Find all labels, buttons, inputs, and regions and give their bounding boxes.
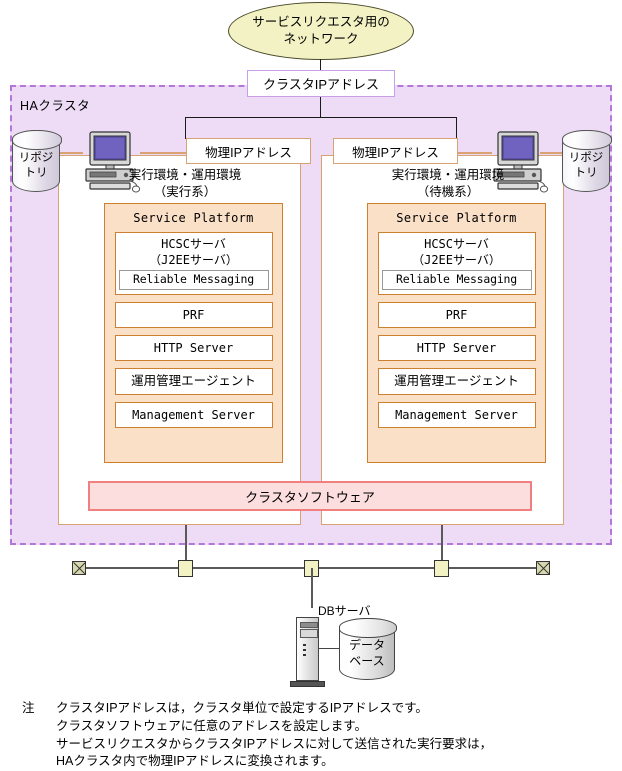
network-ellipse-line1: サービスリクエスタ用の bbox=[252, 15, 390, 30]
environment-label-active-line2: （実行系） bbox=[153, 184, 217, 199]
http-server-box-active: HTTP Server bbox=[114, 335, 273, 362]
physical-ip-label-active: 物理IPアドレス bbox=[205, 145, 292, 160]
environment-label-standby: 実行環境・運用環境 （待機系） bbox=[358, 167, 538, 201]
network-ellipse-line2: ネットワーク bbox=[283, 32, 359, 46]
http-server-box-standby: HTTP Server bbox=[377, 335, 536, 362]
footnote: 注 クラスタIPアドレスは，クラスタ単位で設定するIPアドレスです。 クラスタソ… bbox=[22, 700, 602, 771]
service-platform-panel-active: Service Platform HCSCサーバ （J2EEサーバ） Relia… bbox=[104, 203, 283, 463]
hcsc-server-box-standby: HCSCサーバ （J2EEサーバ） Reliable Messaging bbox=[377, 232, 536, 295]
tower-drive-icon bbox=[300, 629, 318, 638]
connector-fork-left bbox=[185, 117, 187, 139]
j2ee-server-label-standby: （J2EEサーバ） bbox=[412, 253, 501, 268]
environment-label-standby-line2: （待機系） bbox=[416, 184, 480, 199]
environment-label-standby-line1: 実行環境・運用環境 bbox=[391, 168, 505, 182]
j2ee-server-label-active: （J2EEサーバ） bbox=[149, 253, 238, 268]
repository-right-label-line1: リポジ bbox=[568, 152, 604, 165]
repository-left: リポジ トリ bbox=[11, 129, 62, 192]
repository-right: リポジ トリ bbox=[561, 129, 612, 192]
connector-fork-horizontal bbox=[185, 117, 457, 119]
bus-terminator-left-icon bbox=[72, 561, 86, 576]
management-server-box-active: Management Server bbox=[114, 402, 273, 429]
cluster-software-label: クラスタソフトウェア bbox=[245, 489, 375, 505]
db-server-tower-base bbox=[290, 681, 325, 687]
service-platform-title-active: Service Platform bbox=[133, 211, 254, 225]
bus-connector-node bbox=[178, 560, 193, 577]
footnote-line: HAクラスタ内で物理IPアドレスに変換されます。 bbox=[56, 754, 334, 769]
tower-led-icon bbox=[303, 644, 306, 656]
ops-management-agent-box-active: 運用管理エージェント bbox=[114, 368, 273, 396]
bus-drop-line-right bbox=[441, 525, 443, 568]
footnote-line: クラスタIPアドレスは，クラスタ単位で設定するIPアドレスです。 bbox=[56, 701, 428, 715]
bus-drop-line-left bbox=[185, 525, 187, 568]
link-pc-node-right bbox=[456, 152, 492, 154]
database-top-ellipse bbox=[338, 617, 397, 638]
link-pc-node-left bbox=[140, 152, 188, 154]
footnote-line: サービスリクエスタからクラスタIPアドレスに対して送信された実行要求は， bbox=[56, 736, 493, 751]
environment-label-active: 実行環境・運用環境 （実行系） bbox=[95, 167, 275, 201]
hcsc-server-box-active: HCSCサーバ （J2EEサーバ） Reliable Messaging bbox=[114, 232, 273, 295]
footnote-marker: 注 bbox=[22, 701, 35, 715]
link-repository-pc-left bbox=[57, 152, 83, 154]
repository-left-top-ellipse bbox=[11, 129, 62, 150]
connector-ellipse-to-cluster-ip bbox=[320, 59, 322, 71]
footnote-lines: クラスタIPアドレスは，クラスタ単位で設定するIPアドレスです。 クラスタソフト… bbox=[56, 700, 602, 771]
cluster-ip-address-box: クラスタIPアドレス bbox=[247, 70, 395, 97]
prf-box-active: PRF bbox=[114, 301, 273, 329]
reliable-messaging-box-active: Reliable Messaging bbox=[118, 270, 269, 290]
bus-terminator-right-icon bbox=[536, 561, 550, 576]
hcsc-server-label-active: HCSCサーバ bbox=[161, 237, 226, 251]
cluster-ip-address-label: クラスタIPアドレス bbox=[262, 77, 380, 92]
database-label-line2: ベース bbox=[349, 654, 385, 668]
repository-right-top-ellipse bbox=[561, 129, 612, 150]
physical-ip-address-box-standby: 物理IPアドレス bbox=[333, 138, 458, 164]
service-platform-panel-standby: Service Platform HCSCサーバ （J2EEサーバ） Relia… bbox=[367, 203, 546, 463]
repository-left-label-line2: トリ bbox=[24, 166, 48, 179]
repository-right-label-line2: トリ bbox=[574, 166, 598, 179]
bus-connector-node bbox=[434, 560, 449, 577]
service-platform-title-standby: Service Platform bbox=[396, 211, 517, 225]
link-db-server-to-database bbox=[319, 648, 340, 650]
physical-ip-label-standby: 物理IPアドレス bbox=[352, 145, 439, 160]
cluster-software-bar: クラスタソフトウェア bbox=[88, 481, 532, 511]
physical-ip-address-box-active: 物理IPアドレス bbox=[186, 138, 311, 164]
computer-icon-left bbox=[85, 131, 141, 193]
repository-left-label-line1: リポジ bbox=[18, 152, 54, 165]
db-server-label: DBサーバ bbox=[318, 604, 371, 618]
tower-slot-icon bbox=[300, 622, 318, 628]
connector-cluster-ip-down bbox=[320, 97, 322, 118]
ha-cluster-label: HAクラスタ bbox=[20, 99, 91, 113]
prf-box-standby: PRF bbox=[377, 301, 536, 329]
connector-fork-right bbox=[456, 117, 458, 139]
computer-icon-right bbox=[493, 131, 549, 193]
bus-drop-line-db bbox=[311, 568, 313, 608]
management-server-box-standby: Management Server bbox=[377, 402, 536, 429]
footnote-line: クラスタソフトウェアに任意のアドレスを設定します。 bbox=[56, 718, 368, 733]
link-repository-pc-right bbox=[540, 152, 564, 154]
reliable-messaging-box-standby: Reliable Messaging bbox=[381, 270, 532, 290]
service-requester-network-ellipse: サービスリクエスタ用の ネットワーク bbox=[228, 2, 414, 60]
environment-label-active-line1: 実行環境・運用環境 bbox=[128, 168, 242, 182]
ops-management-agent-box-standby: 運用管理エージェント bbox=[377, 368, 536, 396]
database-cylinder: データ ベース bbox=[338, 617, 397, 680]
hcsc-server-label-standby: HCSCサーバ bbox=[424, 237, 489, 251]
database-label-line1: データ bbox=[348, 638, 385, 653]
db-server-tower-icon bbox=[296, 617, 319, 681]
